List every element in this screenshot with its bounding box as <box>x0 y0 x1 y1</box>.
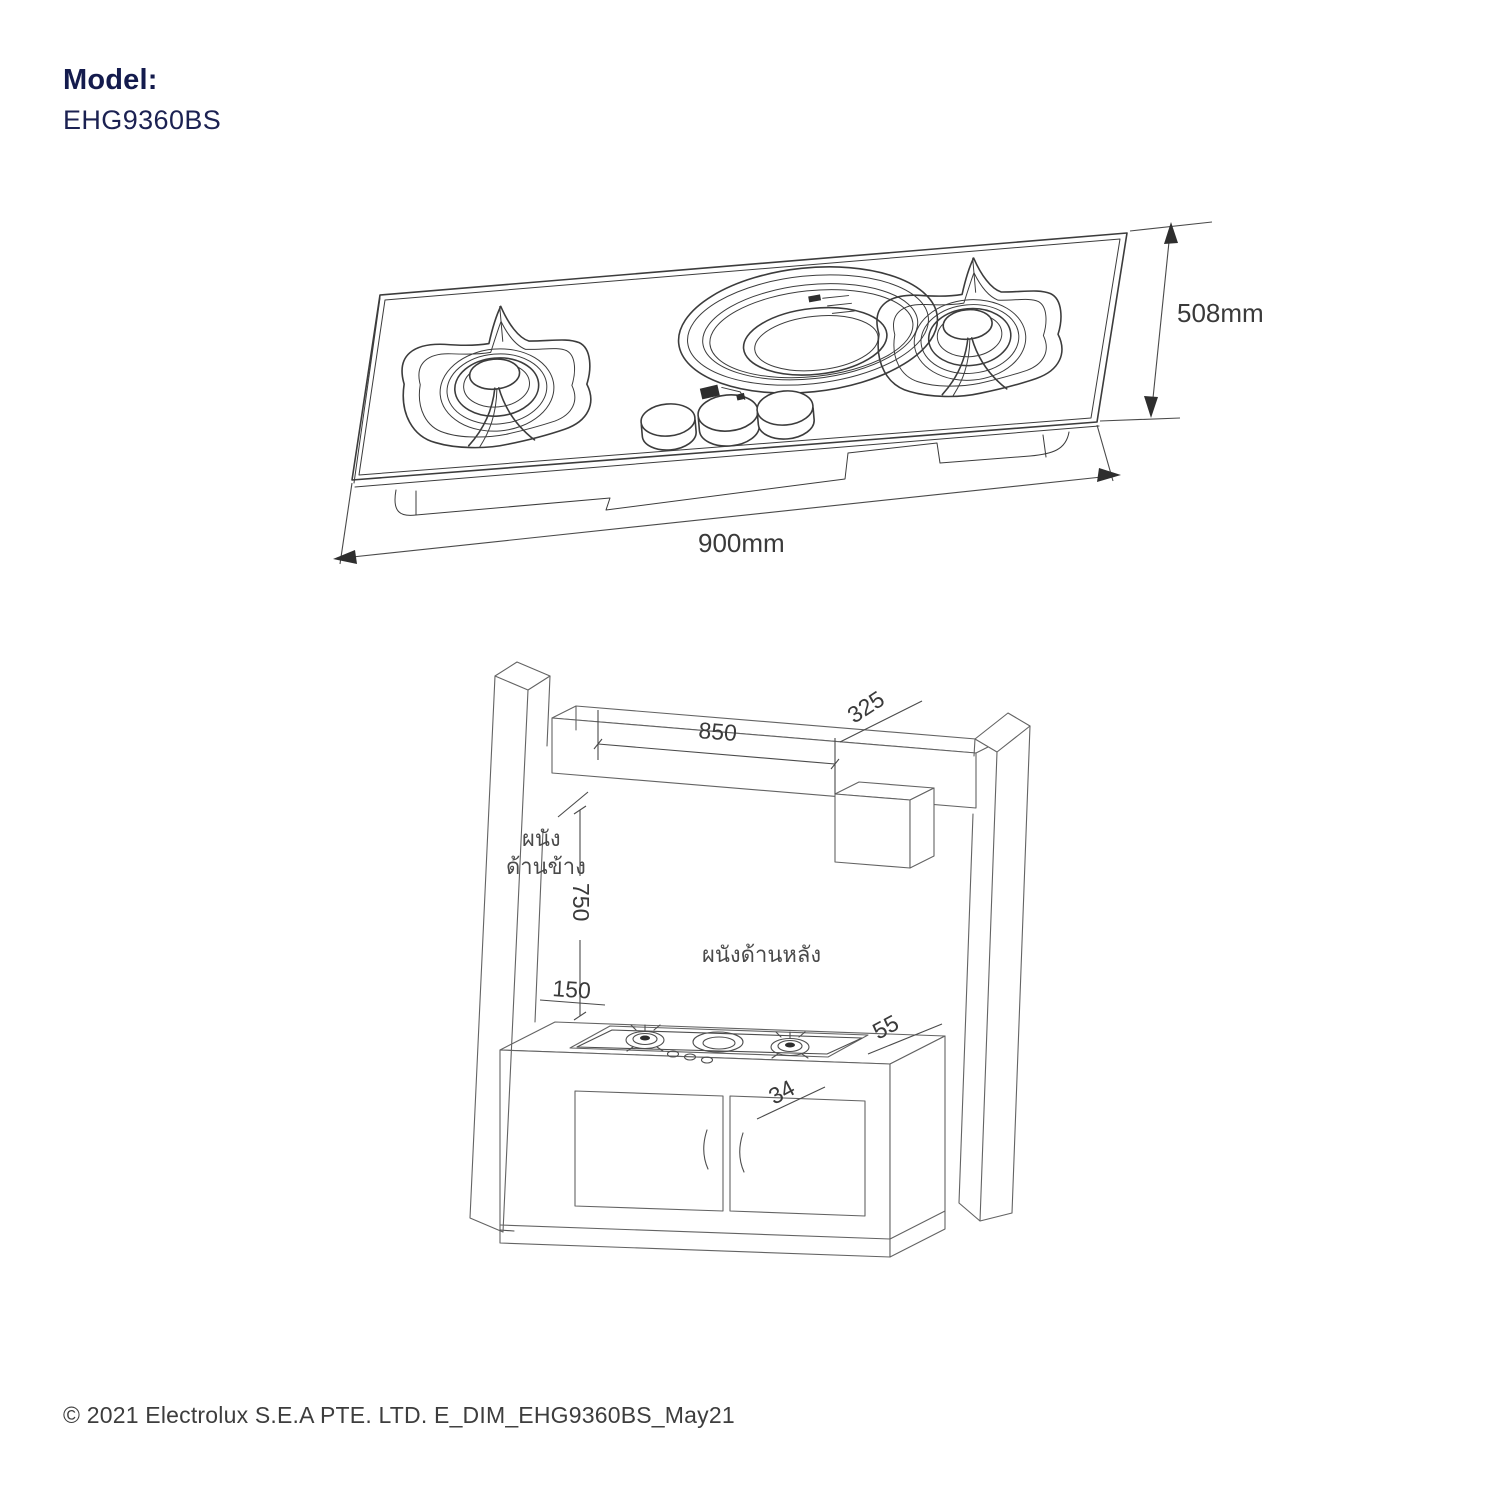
knob-center <box>697 384 760 447</box>
install-right-wall <box>958 712 1031 1222</box>
door-handle-right <box>739 1132 745 1173</box>
dim-900: 900mm <box>333 424 1121 565</box>
dim-850: 850 <box>593 710 840 794</box>
model-block: Model: EHG9360BS <box>63 62 221 138</box>
knob-left <box>640 403 697 451</box>
knob-right <box>756 390 815 440</box>
copyright-line: © 2021 Electrolux S.E.A PTE. LTD. E_DIM_… <box>63 1402 735 1428</box>
side-clearance-label: 150 <box>552 975 592 1004</box>
depth-dimension-label: 508mm <box>1177 298 1264 328</box>
dim-150: 150 <box>539 975 606 1006</box>
hob-dimension-diagram: 508mm 900mm <box>333 221 1264 565</box>
igniter-switch <box>699 384 746 401</box>
hob-base-skirt <box>394 431 1070 516</box>
install-left-burner <box>625 1024 665 1052</box>
side-wall-label-line1: ผนัง <box>522 826 561 851</box>
model-number: EHG9360BS <box>63 105 222 136</box>
dim-508: 508mm <box>1099 221 1264 422</box>
install-knobs <box>666 1050 714 1064</box>
right-burner <box>876 257 1063 398</box>
glass-top <box>351 232 1128 488</box>
hood-height-label: 750 <box>568 883 594 921</box>
install-duct-box <box>834 781 935 869</box>
install-left-wall <box>469 661 551 1233</box>
installation-diagram: 850 325 750 <box>469 661 1031 1258</box>
hood-depth-label: 325 <box>843 685 889 728</box>
door-handle-left <box>703 1129 709 1170</box>
side-wall-annotation: ผนัง ด้านข้าง <box>506 791 589 879</box>
back-wall-label: ผนังด้านหลัง <box>702 942 821 967</box>
center-oval-burner <box>677 266 939 394</box>
install-cabinet-doors <box>574 1090 866 1217</box>
control-knobs <box>640 384 815 451</box>
dim-750: 750 <box>568 805 594 1021</box>
left-burner <box>401 305 592 449</box>
width-dimension-label: 900mm <box>698 528 785 558</box>
model-label: Model: <box>63 64 158 96</box>
hood-width-label: 850 <box>698 717 738 746</box>
install-center-burner <box>692 1031 744 1053</box>
side-wall-label-line2: ด้านข้าง <box>506 854 586 879</box>
install-hob <box>569 1024 869 1064</box>
install-right-burner <box>770 1031 810 1059</box>
